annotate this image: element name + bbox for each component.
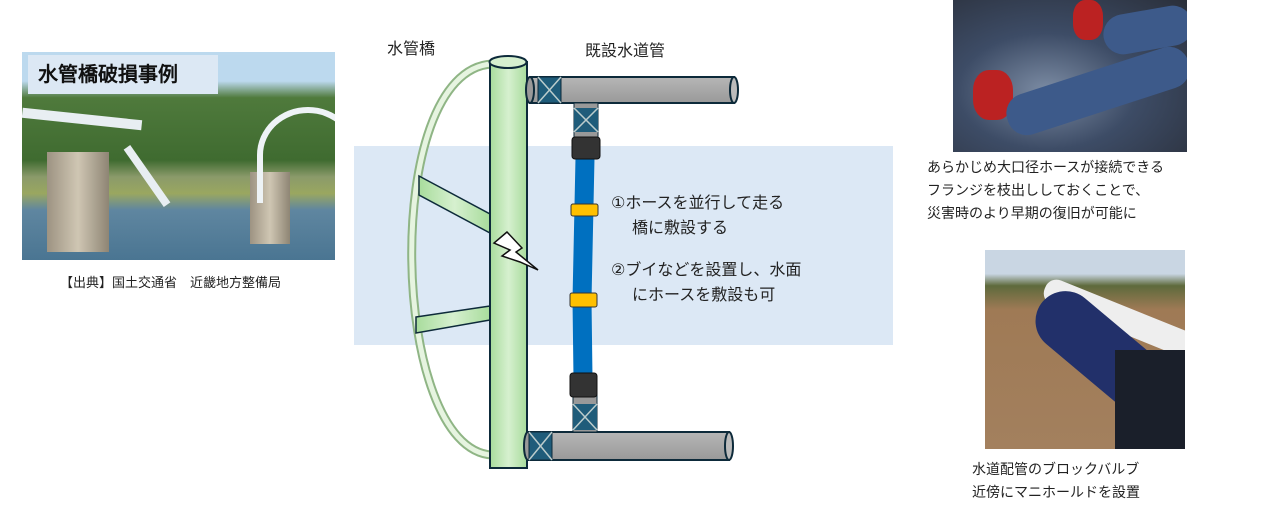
- existing-pipe-label: 既設水道管: [585, 41, 666, 60]
- option-1: ①ホースを並行して走る 橋に敷設する: [611, 190, 784, 240]
- manifold-photo: [985, 250, 1185, 449]
- buoy: [570, 203, 599, 217]
- water-bridge-pipe-top: [488, 55, 528, 69]
- caption-flange-line-2: フランジを枝出ししておくことで、: [927, 183, 1150, 199]
- buoy: [569, 292, 598, 308]
- caption-manifold: 水道配管のブロックバルブ 近傍にマニホールドを設置: [972, 459, 1140, 505]
- pipe-end: [525, 76, 535, 104]
- hose: [572, 157, 595, 379]
- caption-flange-line-3: 災害時のより早期の復旧が可能に: [927, 206, 1137, 222]
- caption-flange-line-1: あらかじめ大口径ホースが接続できる: [927, 160, 1165, 176]
- photo-source: 【出典】国土交通省 近畿地方整備局: [60, 276, 282, 291]
- valve-icon: [537, 76, 562, 104]
- caption-manifold-line-2: 近傍にマニホールドを設置: [972, 485, 1140, 501]
- coupling: [571, 136, 601, 160]
- water-bridge-pipe: [489, 61, 528, 469]
- valve-icon: [572, 403, 598, 431]
- bridge-brace: [415, 305, 491, 334]
- bridge-brace: [418, 174, 491, 235]
- damage-lightning-icon: [492, 230, 539, 271]
- coupling: [569, 372, 598, 398]
- water-band: [354, 146, 893, 345]
- pipe-end: [724, 431, 734, 461]
- valve-icon: [528, 431, 553, 461]
- option-1-line-2: 橋に敷設する: [632, 218, 729, 237]
- caption-manifold-line-1: 水道配管のブロックバルブ: [972, 462, 1140, 478]
- option-2: ②ブイなどを設置し、水面 にホースを敷設も可: [611, 257, 801, 307]
- bridge-arch-highlight: [409, 61, 493, 458]
- option-2-line-1: ②ブイなどを設置し、水面: [611, 260, 802, 279]
- hose-connection-photo: [953, 0, 1187, 152]
- bridge-arch: [407, 59, 493, 460]
- pipe-end: [729, 76, 739, 104]
- valve-icon: [573, 107, 599, 133]
- photo-title: 水管橋破損事例: [28, 55, 218, 94]
- option-1-line-1: ①ホースを並行して走る: [611, 193, 785, 212]
- option-2-line-2: にホースを敷設も可: [632, 285, 776, 304]
- caption-flange: あらかじめ大口径ホースが接続できる フランジを枝出ししておくことで、 災害時のよ…: [927, 157, 1164, 226]
- bridge-label: 水管橋: [387, 39, 436, 58]
- existing-pipe-bottom: [527, 431, 730, 461]
